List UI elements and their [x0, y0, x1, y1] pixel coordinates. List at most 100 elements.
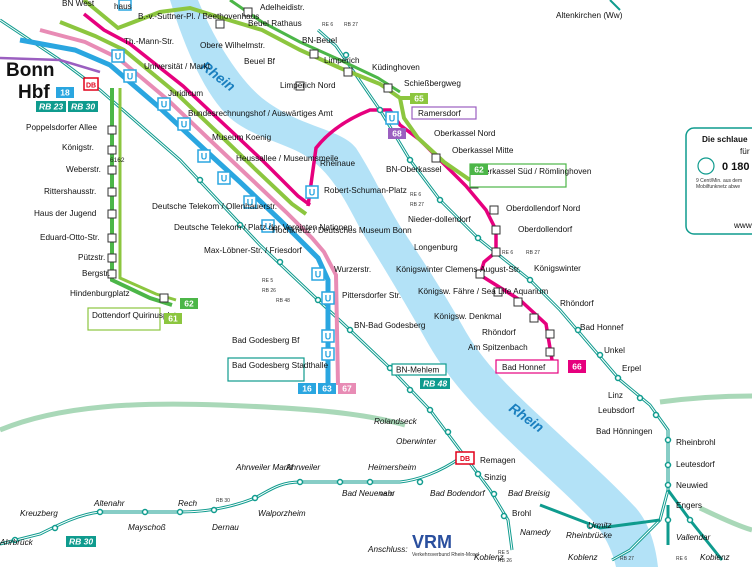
station-bad-breisig: Bad Breisig — [508, 489, 550, 498]
tag-rb27-top: RB 27 — [344, 22, 358, 28]
ubahn-marker[interactable]: U — [385, 111, 399, 125]
ubahn-marker[interactable]: U — [123, 69, 137, 83]
stop-dot — [296, 478, 304, 486]
station-dottendorf: Dottendorf Quirinusplatz — [92, 311, 180, 320]
stop-dot — [416, 478, 424, 486]
ubahn-marker[interactable]: U — [177, 117, 191, 131]
stop-dot — [176, 508, 184, 516]
svg-text:68: 68 — [392, 129, 402, 139]
svg-text:U: U — [325, 294, 332, 304]
vrm-logo: VRM — [412, 532, 452, 552]
info-phone: 0 180 — [722, 161, 750, 173]
svg-text:62: 62 — [474, 165, 484, 175]
tram-stop — [529, 313, 539, 323]
station-rolandseck: Rolandseck — [374, 417, 418, 426]
station-poppelsdorfer: Poppelsdorfer Allee — [26, 123, 97, 132]
svg-text:U: U — [325, 350, 332, 360]
hub-badges: 18 RB 23 RB 30 — [36, 87, 98, 112]
line-62-beuel-b — [229, 0, 401, 94]
station-rheinbruecke: Rheinbrücke — [566, 531, 612, 540]
station-rhoendorf-s: Rhöndorf — [560, 299, 594, 308]
station-ok-nord: Oberkassel Nord — [434, 129, 496, 138]
station-engers: Engers — [676, 501, 702, 510]
ubahn-marker[interactable]: U — [243, 195, 257, 209]
ubahn-marker[interactable] — [118, 0, 132, 11]
line-tag-6162: 6162 — [110, 157, 125, 164]
stop-dot — [596, 351, 604, 359]
station-koenigswinter: Königswinter — [534, 264, 581, 273]
station-oberdollendorf: Oberdollendorf — [518, 225, 573, 234]
ubahn-stops: U U U U U U U U U U U U U U — [111, 0, 399, 361]
stop-dot — [251, 494, 259, 502]
stop-dots — [11, 51, 694, 544]
zone-band-3 — [698, 505, 752, 533]
station-kw-denkmal: Königsw. Denkmal — [434, 312, 502, 321]
ubahn-marker[interactable]: U — [197, 149, 211, 163]
badge-62-b — [470, 164, 488, 175]
tram-stop — [309, 49, 319, 59]
line-68 — [0, 56, 101, 74]
tag-re5: RE 5 — [262, 278, 273, 284]
tag-rb48: RB 48 — [276, 298, 290, 304]
tram-stop — [107, 145, 117, 155]
ramersdorf-box — [411, 106, 477, 120]
stop-dot — [314, 296, 322, 304]
station-kw-clemens: Königswinter Clemens-August-Str. — [396, 265, 521, 274]
tram-stop — [545, 329, 555, 339]
station-neuwied: Neuwied — [676, 481, 708, 490]
info-fine2: Mobilfunknetz abwe — [696, 184, 740, 190]
vrm-sub: Verkehrsverbund Rhein-Mosel — [412, 552, 479, 558]
ubahn-marker[interactable]: U — [261, 219, 275, 233]
tag-re6-mid: RE 6 — [502, 250, 513, 256]
station-od-nord: Oberdollendorf Nord — [506, 204, 581, 213]
svg-text:U: U — [181, 120, 188, 130]
station-bn-godesberg: BN-Bad Godesberg — [354, 321, 426, 330]
station-weberstr: Weberstr. — [66, 165, 101, 174]
station-pittersdorfer: Pittersdorfer Str. — [342, 291, 401, 300]
ubahn-marker[interactable]: U — [321, 347, 335, 361]
db-marker-remagen[interactable]: DB — [455, 451, 475, 465]
station-ok-sued: Oberkassel Süd / Römlinghoven — [474, 167, 592, 176]
ubahn-marker[interactable]: U — [217, 171, 231, 185]
tram-stop — [295, 81, 305, 91]
ubahn-marker[interactable]: U — [311, 267, 325, 281]
stop-dot — [636, 394, 644, 402]
stop-dot — [96, 508, 104, 516]
station-bad-hoenningen: Bad Hönningen — [596, 427, 653, 436]
station-haus-jugend: Haus der Jugend — [34, 209, 97, 218]
stop-dot — [336, 478, 344, 486]
ubahn-marker[interactable]: U — [305, 185, 319, 199]
svg-text:62: 62 — [184, 299, 194, 309]
stop-dot — [574, 326, 582, 334]
station-heussallee: Heussallee / Museumsmeile — [236, 154, 339, 163]
tram-stops-green — [107, 7, 555, 357]
ubahn-marker[interactable]: U — [111, 49, 125, 63]
db-marker-bonn-hbf[interactable]: DB — [83, 77, 99, 91]
station-eduard: Eduard-Otto-Str. — [40, 233, 100, 242]
river-rhein — [170, 0, 658, 567]
line-rb27-branch-engers — [666, 489, 724, 561]
labels: Rhein Rhein Bonn Hbf 18 RB 23 RB 30 BN W… — [0, 0, 730, 564]
stop-dot — [236, 221, 244, 229]
station-beuel-rathaus: Beuel Rathaus — [248, 19, 302, 28]
station-bad-honnef: Bad Honnef — [502, 363, 546, 372]
station-hochkreuz: Hochkreuz / Deutsches Museum Bonn — [272, 226, 412, 235]
badge-16 — [298, 383, 316, 394]
station-altenahr: Altenahr — [93, 499, 125, 508]
mehlem-box — [391, 363, 447, 376]
hub-title-1: Bonn — [6, 60, 55, 81]
ubahn-marker[interactable]: U — [321, 329, 335, 343]
stop-dot — [11, 536, 19, 544]
station-ok-mitte: Oberkassel Mitte — [452, 146, 514, 155]
ubahn-marker[interactable]: U — [157, 97, 171, 111]
station-beuel-bf: Beuel Bf — [244, 57, 276, 66]
station-koblenz-m: Koblenz — [568, 553, 598, 562]
svg-text:DB: DB — [86, 83, 96, 90]
ubahn-marker[interactable]: U — [321, 291, 335, 305]
tram-stop — [545, 347, 555, 357]
station-limperich: Limperich — [324, 56, 360, 65]
station-dt-telekom1: Deutsche Telekom / Ollenhauerstr. — [152, 202, 277, 211]
station-limperich-nord: Limperich Nord — [280, 81, 336, 90]
station-bad-honnef-r: Bad Honnef — [580, 323, 624, 332]
svg-text:65: 65 — [414, 94, 424, 104]
